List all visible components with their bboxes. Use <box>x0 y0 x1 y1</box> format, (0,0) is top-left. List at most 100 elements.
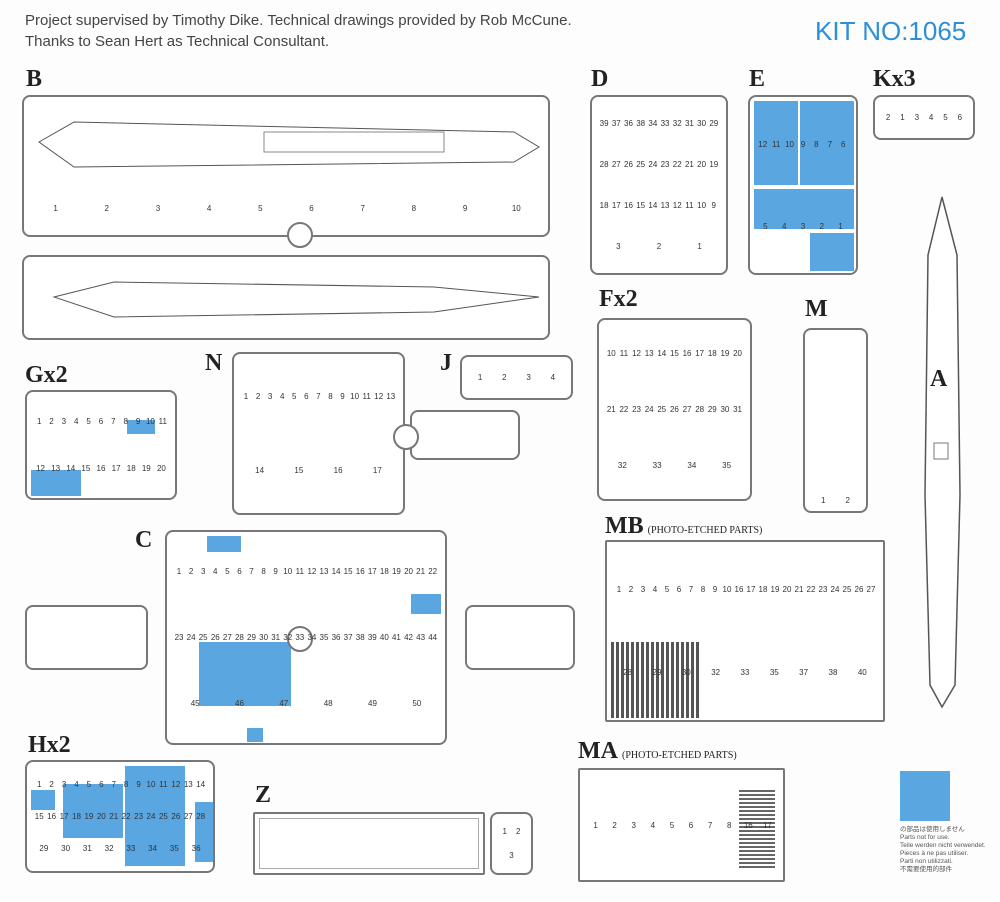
part-number: 3 <box>61 417 67 426</box>
part-number: 18 <box>72 811 81 821</box>
part-number: 10 <box>722 585 732 594</box>
part-number: 28 <box>623 668 633 677</box>
part-number: 39 <box>599 119 609 128</box>
part-number: 3 <box>200 566 206 576</box>
part-number: 7 <box>688 585 694 594</box>
part-number: 15 <box>669 349 679 359</box>
part-number: 6 <box>957 113 963 122</box>
part-number: 34 <box>648 119 658 128</box>
part-number: 3 <box>631 820 636 830</box>
part-number: 19 <box>391 566 401 576</box>
part-number: 18 <box>599 201 609 210</box>
part-number: 19 <box>720 349 730 359</box>
unused-region <box>754 189 854 229</box>
part-number: 20 <box>697 160 707 169</box>
part-number: 5 <box>943 113 948 122</box>
part-number: 1 <box>838 221 843 231</box>
part-number: 5 <box>86 779 92 789</box>
unused-region <box>195 802 213 862</box>
unused-parts-legend: の部品は使用しません Parts not for use. Teile werd… <box>900 826 986 874</box>
part-number: 4 <box>74 417 79 426</box>
part-number: 10 <box>350 392 360 402</box>
part-number: 14 <box>648 201 658 210</box>
part-number: 21 <box>109 811 119 821</box>
part-number: 1 <box>36 417 42 426</box>
part-number: 24 <box>644 404 654 414</box>
part-number: 23 <box>134 811 144 821</box>
part-number: 23 <box>174 632 184 642</box>
legend-line: Parti non utilizzati. <box>900 858 953 865</box>
part-number: 16 <box>47 811 57 821</box>
sprue-z <box>253 812 485 875</box>
part-number: 46 <box>235 699 244 709</box>
part-number: 42 <box>404 632 413 642</box>
part-number: 23 <box>632 404 642 414</box>
part-number: 6 <box>309 203 314 213</box>
part-number: 27 <box>682 404 692 414</box>
part-number: 36 <box>191 844 201 854</box>
unused-region <box>207 536 241 552</box>
part-number: 10 <box>697 201 707 210</box>
part-number: 13 <box>183 779 193 789</box>
part-number: 11 <box>159 779 168 789</box>
part-number: 38 <box>828 668 838 677</box>
part-number: 9 <box>340 392 345 402</box>
part-number: 14 <box>255 465 265 475</box>
part-number: 16 <box>333 465 343 475</box>
part-number: 18 <box>707 349 717 359</box>
part-number: 9 <box>135 417 141 426</box>
part-number: 9 <box>136 779 141 789</box>
part-number: 27 <box>611 160 621 169</box>
part-number: 22 <box>121 811 131 821</box>
part-number: 36 <box>331 632 341 642</box>
part-number: 8 <box>328 392 333 402</box>
unused-region <box>127 420 155 434</box>
unused-region <box>199 642 291 706</box>
part-number: 37 <box>343 632 353 642</box>
part-number: 30 <box>259 632 269 642</box>
part-number: 6 <box>99 779 104 789</box>
part-number: 15 <box>343 566 353 576</box>
part-number: 4 <box>650 820 656 830</box>
part-number: 40 <box>857 668 867 677</box>
part-number: 8 <box>123 779 129 789</box>
sprue-b-gate <box>287 222 313 248</box>
part-number: 43 <box>416 632 426 642</box>
part-number: 2 <box>49 417 54 426</box>
part-number: 8 <box>726 820 732 830</box>
part-number: 10 <box>511 203 521 213</box>
part-number: 9 <box>462 203 468 213</box>
part-number: 19 <box>770 585 780 594</box>
part-number: 33 <box>740 668 750 677</box>
part-number: 11 <box>158 417 167 426</box>
part-number: 9 <box>273 566 278 576</box>
part-number: 32 <box>711 668 721 677</box>
part-number: 35 <box>722 460 732 470</box>
part-number: 20 <box>733 349 743 359</box>
part-number: 2 <box>612 820 617 830</box>
sprue-b-lower <box>22 255 550 340</box>
part-number: 7 <box>360 203 365 213</box>
part-number: 4 <box>206 203 212 213</box>
part-number: 5 <box>86 417 91 426</box>
part-number: 47 <box>279 699 289 709</box>
part-number: 1 <box>243 392 249 402</box>
part-number: 24 <box>146 811 156 821</box>
part-number: 30 <box>61 844 71 854</box>
part-number: 9 <box>711 201 716 210</box>
part-number: 20 <box>96 811 106 821</box>
part-number: 7 <box>707 820 713 830</box>
part-number: 26 <box>171 811 181 821</box>
part-number: 4 <box>550 373 556 382</box>
part-number: 13 <box>644 349 654 359</box>
unused-region <box>125 766 185 866</box>
part-number: 4 <box>928 113 934 122</box>
part-number: 45 <box>190 699 200 709</box>
part-number: 29 <box>247 632 256 642</box>
